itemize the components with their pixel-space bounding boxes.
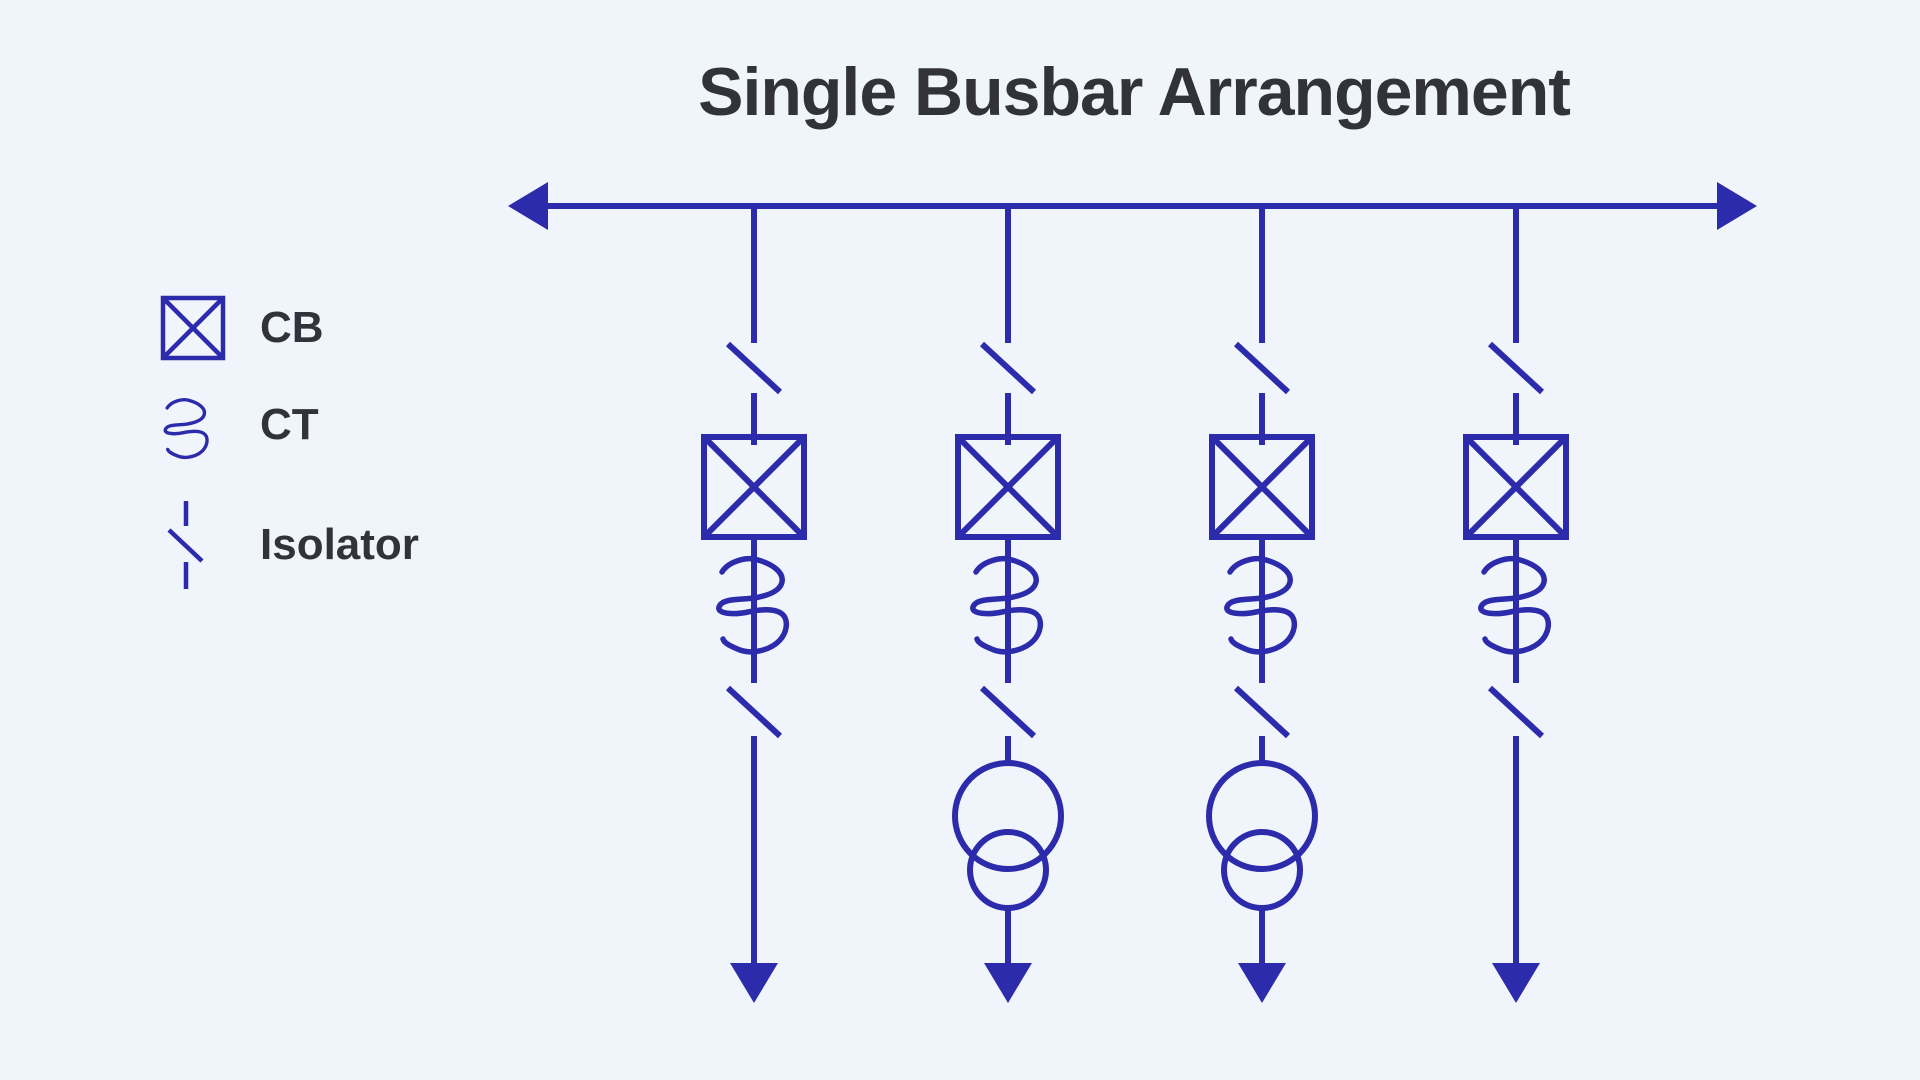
- busbar-right-arrowhead: [1717, 182, 1757, 230]
- page-title: Single Busbar Arrangement: [698, 54, 1571, 130]
- busbar-left-arrowhead: [508, 182, 548, 230]
- feeder-3-transformer-termination: [1209, 736, 1315, 1003]
- legend-cb-icon: [160, 295, 226, 361]
- feeder-1-termination: [730, 736, 778, 1003]
- feeder-2-bay: [958, 206, 1058, 736]
- feeder-4-bay: [1466, 206, 1566, 736]
- legend-label-isolator: Isolator: [260, 520, 419, 569]
- feeder-3-bay: [1212, 206, 1312, 736]
- diagram-linework: [160, 182, 1757, 1003]
- legend-label-cb: CB: [260, 303, 324, 352]
- feeder-4-termination: [1492, 736, 1540, 1003]
- legend-label-ct: CT: [260, 400, 319, 449]
- busbar: [508, 182, 1757, 230]
- legend-isolator-icon: [167, 501, 204, 589]
- legend-ct-icon: [165, 400, 207, 458]
- feeder-1-bay: [704, 206, 804, 736]
- feeder-2-transformer-termination: [955, 736, 1061, 1003]
